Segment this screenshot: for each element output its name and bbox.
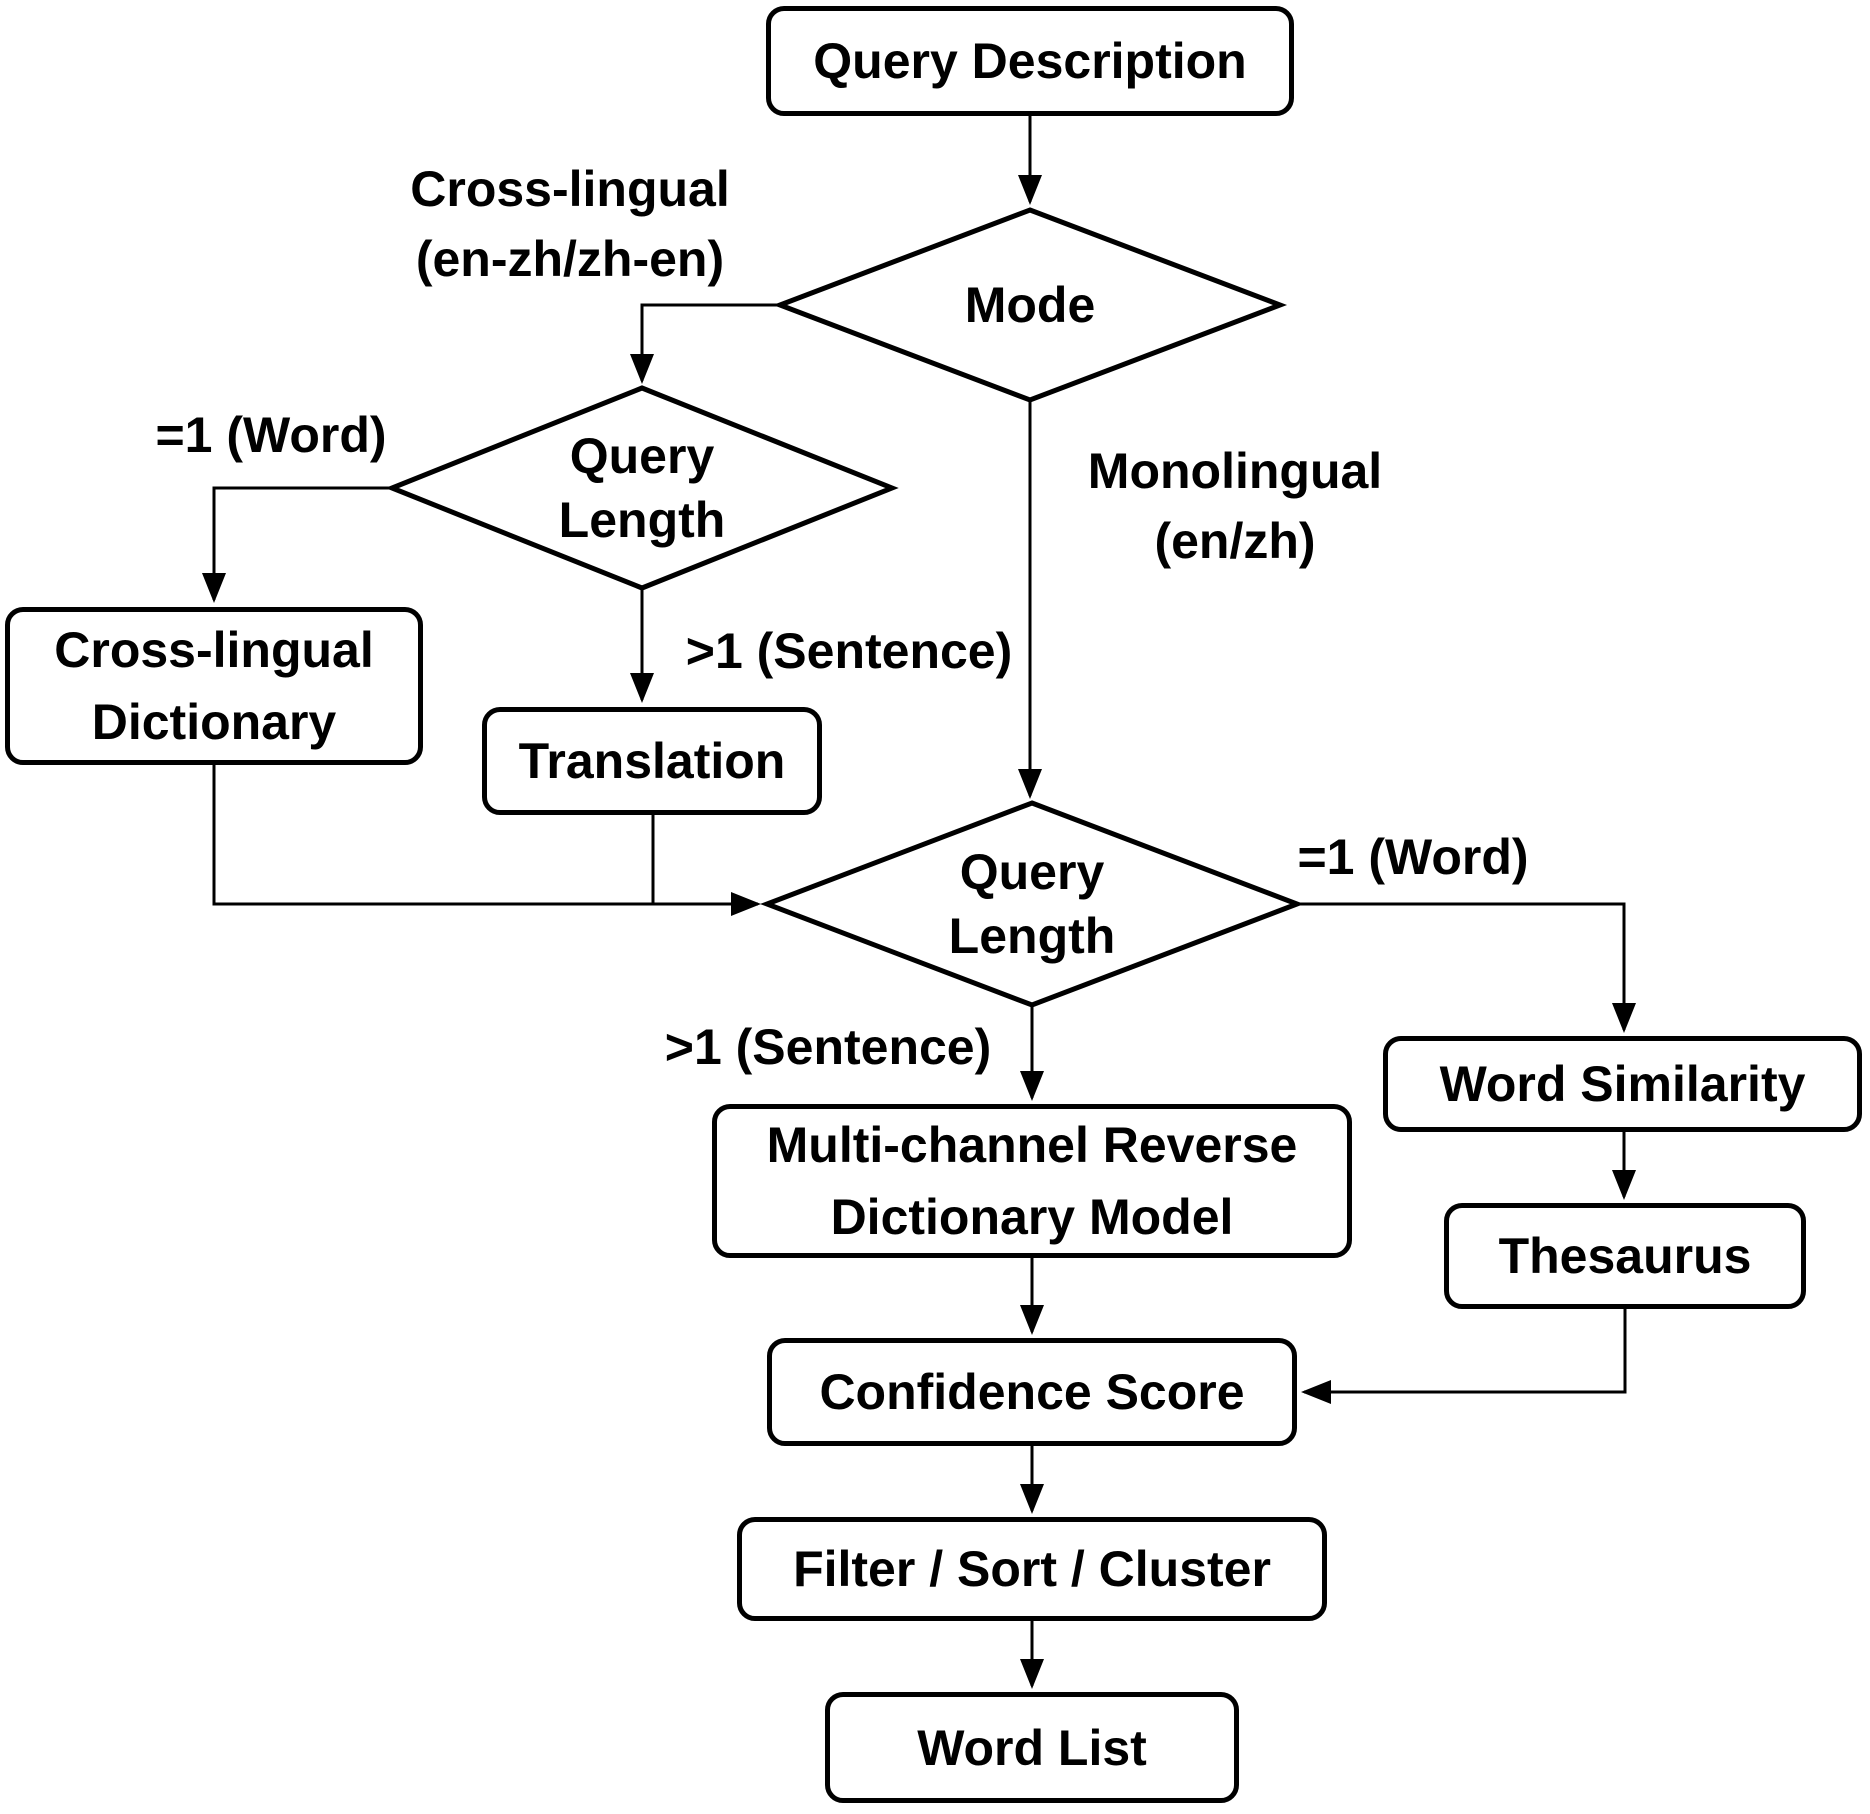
edge-cross-lingual-dictionary-to-query-length-2 [212,765,761,916]
edge-label-monolingual: Monolingual (en/zh) [1087,443,1383,569]
node-thesaurus: Thesaurus [1444,1203,1806,1309]
query-length-1-diamond-label: Query Length [558,428,726,548]
edge-mode-to-query-length-1 [630,303,780,384]
mode-diamond-label: Mode [964,277,1096,333]
edge-query-length-2-to-word-similarity [1297,902,1636,1033]
node-confidence-score: Confidence Score [767,1338,1297,1446]
edge-label-query-length-2-word: =1 (Word) [1297,829,1529,885]
node-translation: Translation [482,707,822,815]
edge-query-length-1-to-cross-lingual-dictionary [202,486,392,603]
query-length-2-decision-diamond [759,800,1305,1008]
edge-thesaurus-to-confidence-score [1301,1309,1627,1404]
query-length-2-diamond-label: Query Length [948,844,1116,964]
query-length-1-decision-diamond [385,385,899,591]
node-word-list: Word List [825,1692,1239,1803]
node-query-description: Query Description [766,6,1294,116]
mode-decision-diamond [772,207,1288,403]
edge-label-query-length-1-word: =1 (Word) [155,407,387,463]
edge-label-query-length-2-sentence: >1 (Sentence) [664,1019,992,1075]
node-word-similarity: Word Similarity [1383,1036,1862,1132]
edge-label-cross-lingual: Cross-lingual (en-zh/zh-en) [410,161,730,287]
node-filter-sort-cluster: Filter / Sort / Cluster [737,1517,1327,1621]
node-multi-channel-reverse-dictionary-model: Multi-channel Reverse Dictionary Model [712,1104,1352,1258]
edge-label-query-length-1-sentence: >1 (Sentence) [685,623,1013,679]
node-cross-lingual-dictionary: Cross-lingual Dictionary [5,607,423,765]
